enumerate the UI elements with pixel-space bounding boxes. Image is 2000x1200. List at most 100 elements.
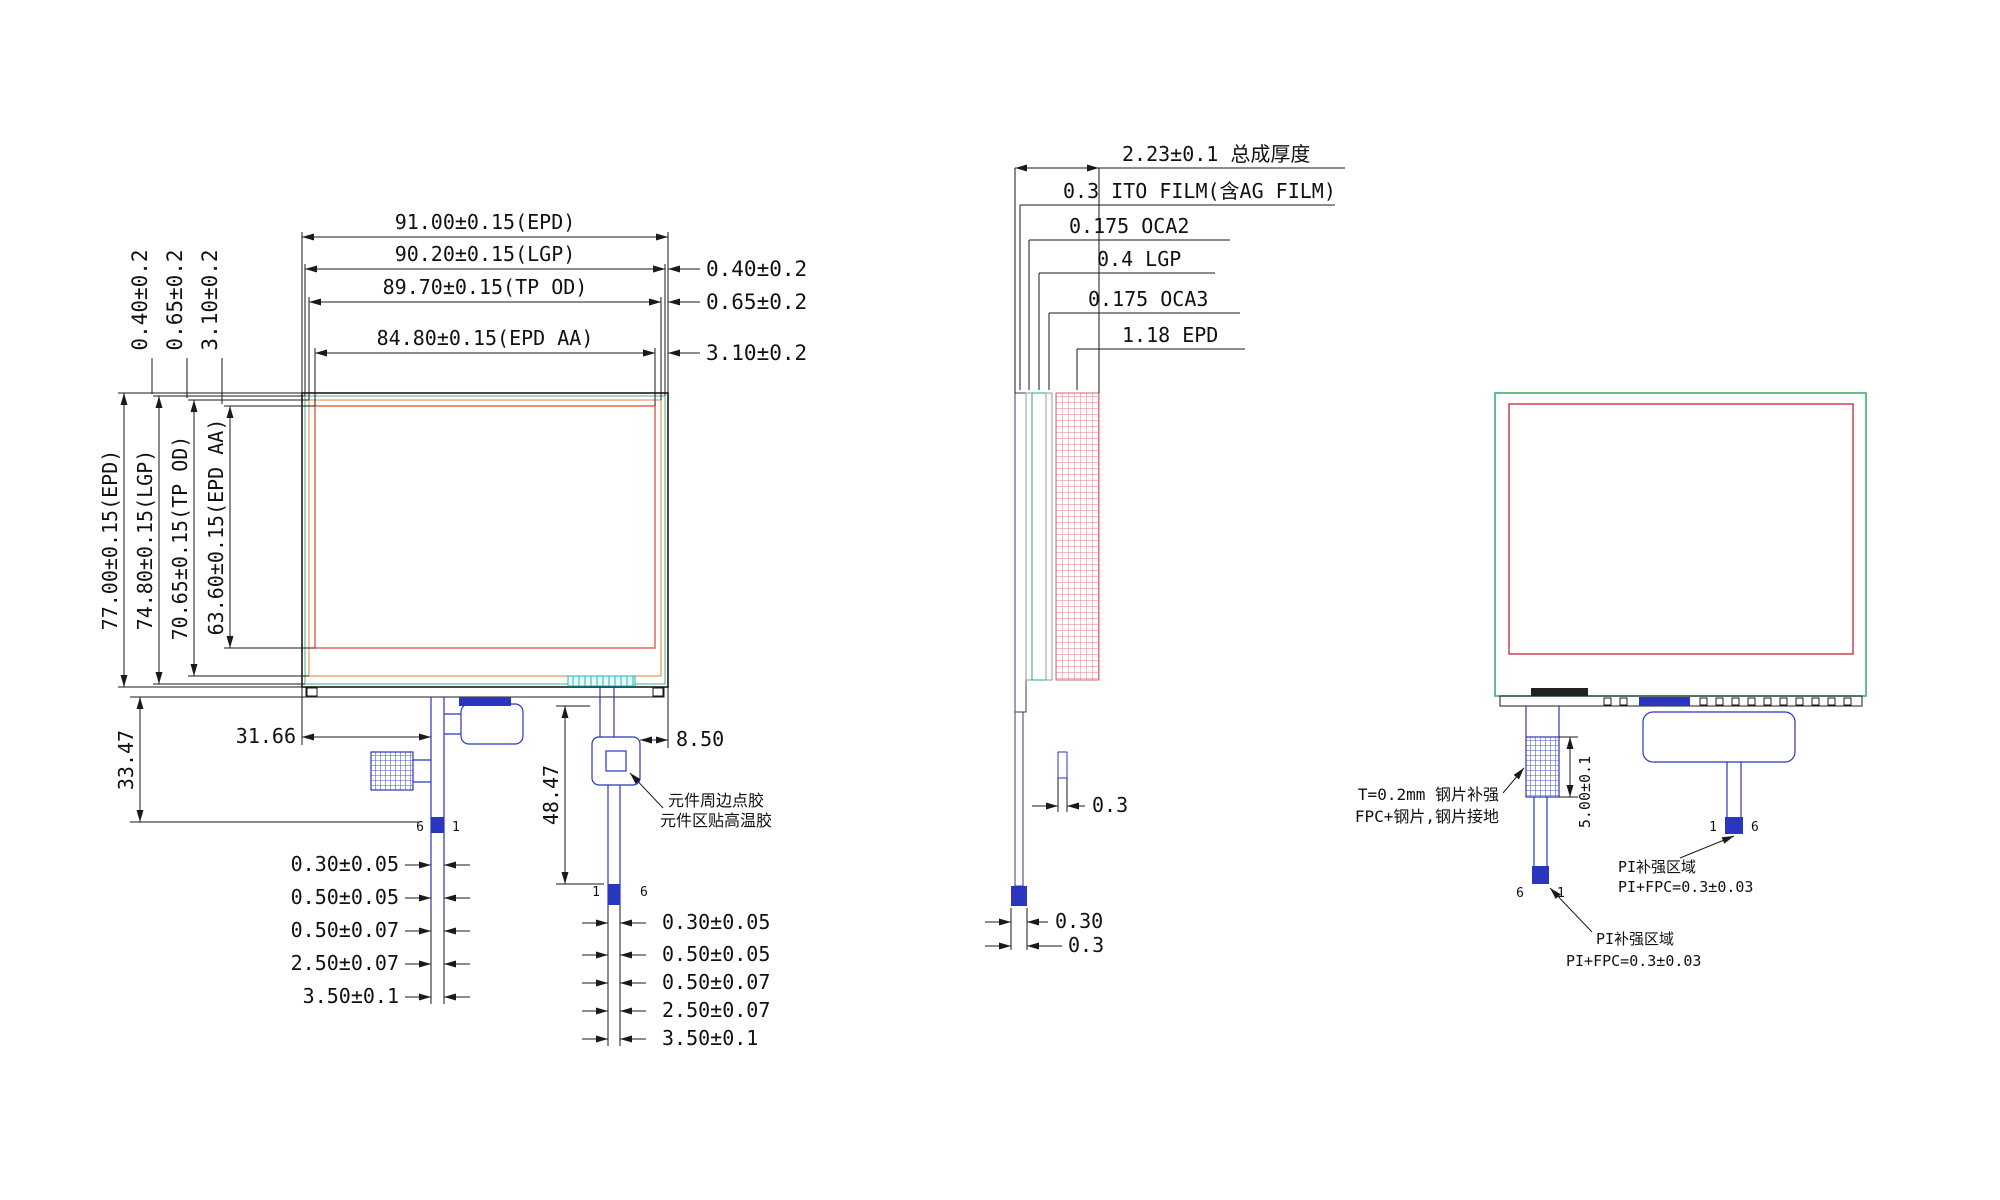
section-lgp (1031, 392, 1047, 681)
back-pad-row (1603, 697, 1852, 706)
front-dim-8-50: 8.50 (640, 687, 724, 751)
front-connector-dark (459, 697, 511, 706)
fpc-left-dim-3: 0.50±0.07 (291, 918, 399, 942)
front-fpc-left-end (431, 817, 444, 833)
fpc-right-dim-3: 0.50±0.07 (662, 970, 770, 994)
front-tp-outline (308, 399, 662, 677)
dim-width-epd-label: 91.00±0.15(EPD) (395, 210, 576, 234)
pi-note-left-line2: PI+FPC=0.3±0.03 (1566, 952, 1701, 970)
front-dim-height-lgp: 74.80±0.15(LGP) (133, 396, 163, 684)
front-dim-width-aa: 84.80±0.15(EPD AA) (315, 326, 655, 357)
right-offset-aa-label: 3.10±0.2 (706, 341, 807, 365)
pi-note-right-line1: PI补强区域 (1618, 858, 1696, 876)
back-dim-steel: 5.00±0.1 (1559, 736, 1594, 828)
back-fpc-left-pin-6: 6 (1516, 886, 1524, 901)
dim-width-lgp-label: 90.20±0.15(LGP) (395, 242, 576, 266)
front-fpc-left-pin-1: 1 (452, 820, 460, 835)
back-fpc-right-end (1725, 817, 1743, 834)
front-top-left-offsets: 0.40±0.2 0.65±0.2 3.10±0.2 (128, 249, 223, 404)
front-panel (301, 392, 669, 706)
front-dim-height-tp: 70.65±0.15(TP OD) (168, 400, 198, 676)
section-tail-connector (1011, 886, 1027, 906)
back-steel-note: T=0.2mm 钢片补强 FPC+钢片,钢片接地 (1355, 767, 1525, 826)
dim-height-epd-label: 77.00±0.15(EPD) (98, 450, 122, 631)
front-aa-outline (314, 405, 656, 649)
front-lgp-outline (304, 395, 666, 685)
fpc-left-dim-2: 0.50±0.05 (291, 885, 399, 909)
section-view: 2.23±0.1 总成厚度 0.3 ITO FILM(含AG FILM) 0.1… (985, 142, 1345, 957)
front-fpc-left-pin-6: 6 (416, 820, 424, 835)
right-offset-tp-label: 0.65±0.2 (706, 290, 807, 314)
front-fpc-fold (460, 703, 524, 745)
front-dim-height-epd: 77.00±0.15(EPD) (98, 393, 128, 687)
top-offset-lgp-label: 0.40±0.2 (128, 249, 152, 350)
dim-33-47-label: 33.47 (114, 730, 138, 790)
back-aa-outline (1508, 403, 1854, 655)
dim-width-tp-label: 89.70±0.15(TP OD) (383, 275, 588, 299)
fpc-left-dim-4: 2.50±0.07 (291, 951, 399, 975)
section-oca3 (1045, 392, 1053, 681)
section-layer-oca3-label: 0.175 OCA3 (1088, 287, 1208, 311)
glue-note-line2: 元件区贴高温胶 (660, 811, 772, 830)
front-dim-31-66: 31.66 (236, 687, 431, 748)
back-pi-note-right: PI补强区域 PI+FPC=0.3±0.03 (1618, 835, 1753, 896)
front-fpc-right-pin-1: 1 (592, 885, 600, 900)
front-dim-33-47: 33.47 (114, 696, 420, 823)
dim-48-47-label: 48.47 (539, 765, 563, 825)
front-dim-48-47: 48.47 (539, 705, 604, 885)
back-fpc-left: 6 1 (1516, 706, 1565, 901)
front-bottom-ledge (305, 686, 665, 698)
section-labels: 2.23±0.1 总成厚度 0.3 ITO FILM(含AG FILM) 0.1… (1014, 142, 1345, 393)
pi-note-left-line1: PI补强区域 (1596, 930, 1674, 948)
section-epd-stub (1057, 751, 1068, 779)
fpc-right-dim-4: 2.50±0.07 (662, 998, 770, 1022)
section-bottom-dim-1-label: 0.30 (1055, 909, 1103, 933)
fpc-right-dim-2: 0.50±0.05 (662, 942, 770, 966)
front-dim-height-aa: 63.60±0.15(EPD AA) (204, 406, 234, 648)
front-view: 91.00±0.15(EPD) 90.20±0.15(LGP) 89.70±0.… (98, 210, 807, 1050)
front-fpc-right: 1 6 (591, 686, 648, 905)
section-ito-film (1014, 392, 1027, 713)
front-dim-width-tp: 89.70±0.15(TP OD) (309, 275, 661, 306)
fpc-right-dim-1: 0.30±0.05 (662, 910, 770, 934)
front-glue-pad (605, 750, 627, 772)
front-fpc-right-end (608, 884, 620, 905)
back-fpc-right-pin-1: 1 (1709, 820, 1717, 835)
back-steel-sheet (1525, 736, 1560, 798)
section-total-label: 2.23±0.1 总成厚度 (1122, 142, 1310, 166)
section-layer-lgp-label: 0.4 LGP (1097, 247, 1181, 271)
front-dim-width-epd: 91.00±0.15(EPD) (302, 210, 668, 241)
front-ledge-corner-right (652, 687, 664, 697)
front-glue-box (591, 736, 641, 786)
dim-8-50-label: 8.50 (676, 727, 724, 751)
front-fpc-right-pin-6: 6 (640, 885, 648, 900)
section-stack (1011, 392, 1100, 906)
back-pi-note-left: PI补强区域 PI+FPC=0.3±0.03 (1549, 887, 1701, 970)
front-glue-note: 元件周边点胶 元件区贴高温胶 (629, 772, 772, 830)
back-fpc-left-pin-1: 1 (1557, 886, 1565, 901)
dim-height-aa-label: 63.60±0.15(EPD AA) (204, 419, 228, 636)
back-fpc-right: 1 6 (1642, 711, 1796, 835)
section-layer-epd-label: 1.18 EPD (1122, 323, 1218, 347)
section-oca2 (1025, 392, 1033, 681)
glue-note-line1: 元件周边点胶 (668, 791, 764, 810)
back-connector-dark (1531, 688, 1588, 696)
front-connector-cyan (567, 675, 636, 687)
front-dim-width-lgp: 90.20±0.15(LGP) (305, 242, 665, 273)
dim-31-66-label: 31.66 (236, 724, 296, 748)
steel-note-line2: FPC+钢片,钢片接地 (1355, 807, 1499, 826)
section-fpc-tail (1014, 711, 1024, 887)
section-bottom-dim-2-label: 0.3 (1068, 933, 1104, 957)
front-fpc-left: 6 1 (370, 697, 524, 908)
fpc-left-dim-5: 3.50±0.1 (303, 984, 399, 1008)
dim-width-aa-label: 84.80±0.15(EPD AA) (377, 326, 594, 350)
front-right-offsets: 0.40±0.2 0.65±0.2 3.10±0.2 (630, 257, 807, 365)
back-fpc-fold (1642, 711, 1796, 763)
front-extension-lines (118, 232, 669, 688)
top-offset-aa-label: 3.10±0.2 (198, 249, 222, 350)
right-offset-lgp-label: 0.40±0.2 (706, 257, 807, 281)
back-view: 1 6 6 1 5.00±0.1 T=0.2mm 钢片补强 FPC+钢片,钢片接… (1355, 392, 1867, 970)
dim-steel-height-label: 5.00±0.1 (1576, 756, 1594, 828)
fpc-right-dim-5: 3.50±0.1 (662, 1026, 758, 1050)
